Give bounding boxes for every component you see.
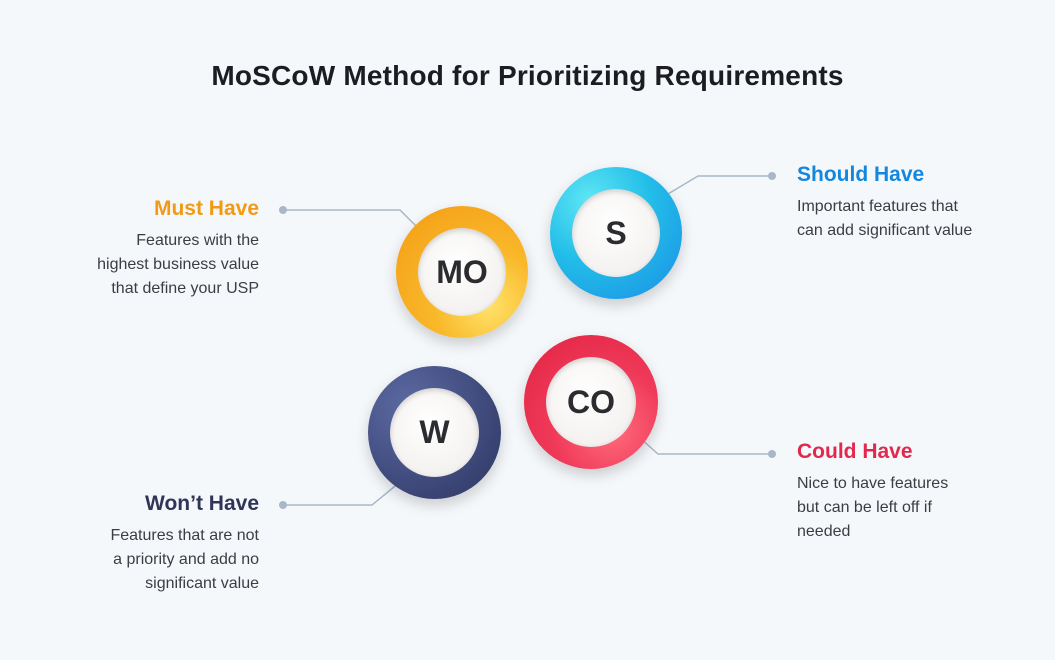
could-have-heading: Could Have [797, 440, 913, 463]
wont-have-heading: Won’t Have [145, 492, 259, 515]
should-have-description: Important features that can add signific… [797, 198, 973, 239]
should-have-block: Should Have Important features that can … [797, 163, 1037, 243]
wont-have-label: W [390, 388, 479, 477]
must-have-block: Must Have Features with the highest busi… [39, 197, 259, 301]
should-have-label: S [572, 189, 660, 277]
could-have-circle: CO [524, 335, 658, 469]
must-have-label: MO [418, 228, 506, 316]
connector-must [283, 209, 419, 229]
must-have-circle: MO [396, 206, 528, 338]
connector-dot-wont [279, 501, 287, 509]
must-have-description: Features with the highest business value… [97, 232, 259, 297]
wont-have-block: Won’t Have Features that are not a prior… [39, 492, 259, 596]
should-have-heading: Should Have [797, 163, 925, 186]
wont-have-description: Features that are not a priority and add… [110, 527, 259, 592]
connector-dot-could [768, 450, 776, 458]
wont-have-circle: W [368, 366, 501, 499]
connector-wont [283, 481, 401, 506]
could-have-description: Nice to have features but can be left of… [797, 475, 949, 540]
could-have-block: Could Have Nice to have features but can… [797, 440, 1037, 544]
could-have-label: CO [546, 357, 636, 447]
must-have-heading: Must Have [153, 197, 259, 220]
connector-could [639, 437, 772, 455]
connector-should [667, 175, 772, 195]
connector-dot-must [279, 206, 287, 214]
page-title: MoSCoW Method for Prioritizing Requireme… [211, 60, 844, 91]
connector-dot-should [768, 172, 776, 180]
should-have-circle: S [550, 167, 682, 299]
